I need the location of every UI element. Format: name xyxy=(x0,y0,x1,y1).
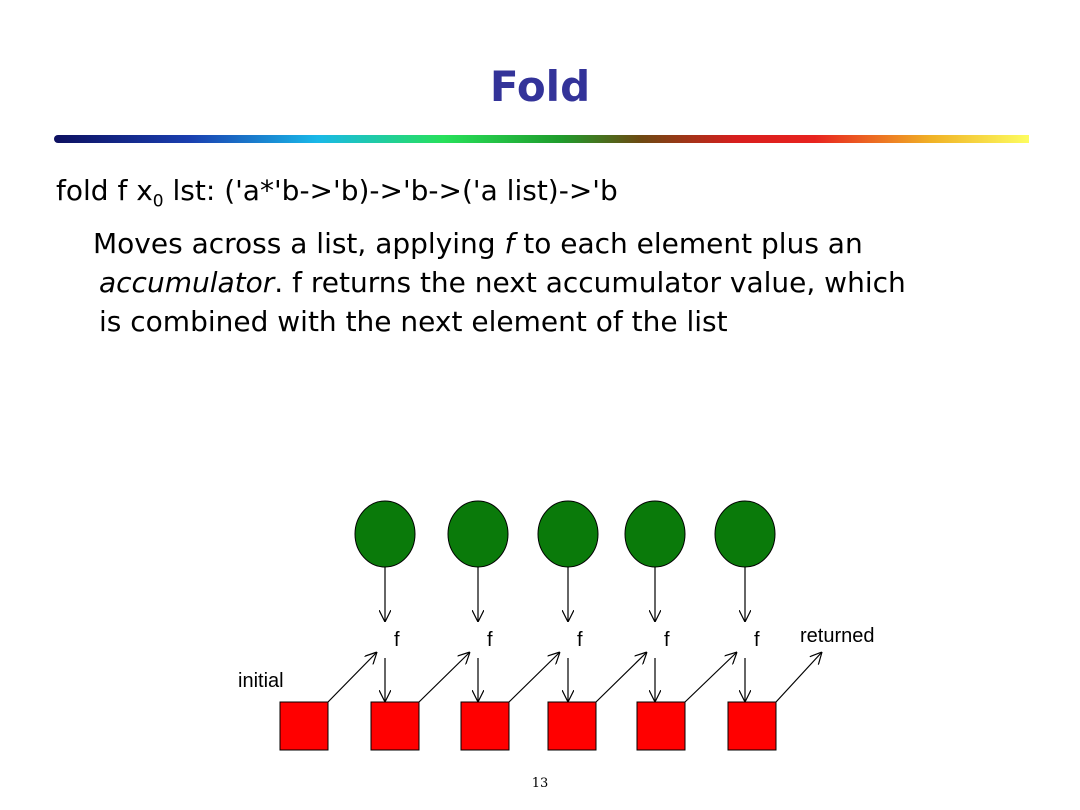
initial-label: initial xyxy=(238,670,284,692)
list-element-circle xyxy=(447,500,509,568)
f-label: f xyxy=(487,629,493,651)
accumulator-square xyxy=(460,701,510,751)
list-element-circle xyxy=(354,500,416,568)
accumulator-square xyxy=(370,701,420,751)
accumulator-diagonal-arrow xyxy=(684,652,737,703)
accumulator-diagonal-arrow xyxy=(327,652,377,703)
accumulator-square xyxy=(727,701,777,751)
accumulator-diagonal-arrow xyxy=(508,652,560,703)
signature-prefix: fold f x xyxy=(56,174,153,207)
signature-suffix: lst: ('a*'b->'b)->'b->('a list)->'b xyxy=(163,174,618,207)
list-element-circle xyxy=(624,500,686,568)
list-elements xyxy=(354,500,776,568)
page-number: 13 xyxy=(531,776,549,791)
description-line-1: Moves across a list, applying f to each … xyxy=(93,224,1053,263)
accumulators xyxy=(279,701,777,751)
description-f-italic: f xyxy=(504,227,515,260)
f-label: f xyxy=(577,629,583,651)
description-line-2: accumulator. f returns the next accumula… xyxy=(93,263,1053,302)
accumulator-square xyxy=(547,701,597,751)
accumulator-square xyxy=(279,701,329,751)
title-divider xyxy=(54,135,1029,143)
description-text: . f returns the next accumulator value, … xyxy=(274,266,906,299)
slide-title: Fold xyxy=(489,62,591,111)
list-element-circle xyxy=(537,500,599,568)
accumulator-diagonal-arrow xyxy=(775,652,822,703)
description-text: to each element plus an xyxy=(514,227,863,260)
returned-label: returned xyxy=(800,625,875,647)
description-line-3: is combined with the next element of the… xyxy=(99,305,728,338)
accumulator-square xyxy=(636,701,686,751)
fold-signature: fold f x0 lst: ('a*'b->'b)->'b->('a list… xyxy=(56,174,618,212)
f-label: f xyxy=(754,629,760,651)
list-element-circle xyxy=(714,500,776,568)
f-label: f xyxy=(394,629,400,651)
arrows xyxy=(327,567,822,703)
accumulator-diagonal-arrow xyxy=(595,652,647,703)
f-label: f xyxy=(664,629,670,651)
description-accumulator-italic: accumulator xyxy=(99,266,275,299)
description-text: Moves across a list, applying xyxy=(93,227,505,260)
fold-description: Moves across a list, applying f to each … xyxy=(93,224,1053,341)
signature-subscript: 0 xyxy=(152,191,164,212)
accumulator-diagonal-arrow xyxy=(418,652,470,703)
